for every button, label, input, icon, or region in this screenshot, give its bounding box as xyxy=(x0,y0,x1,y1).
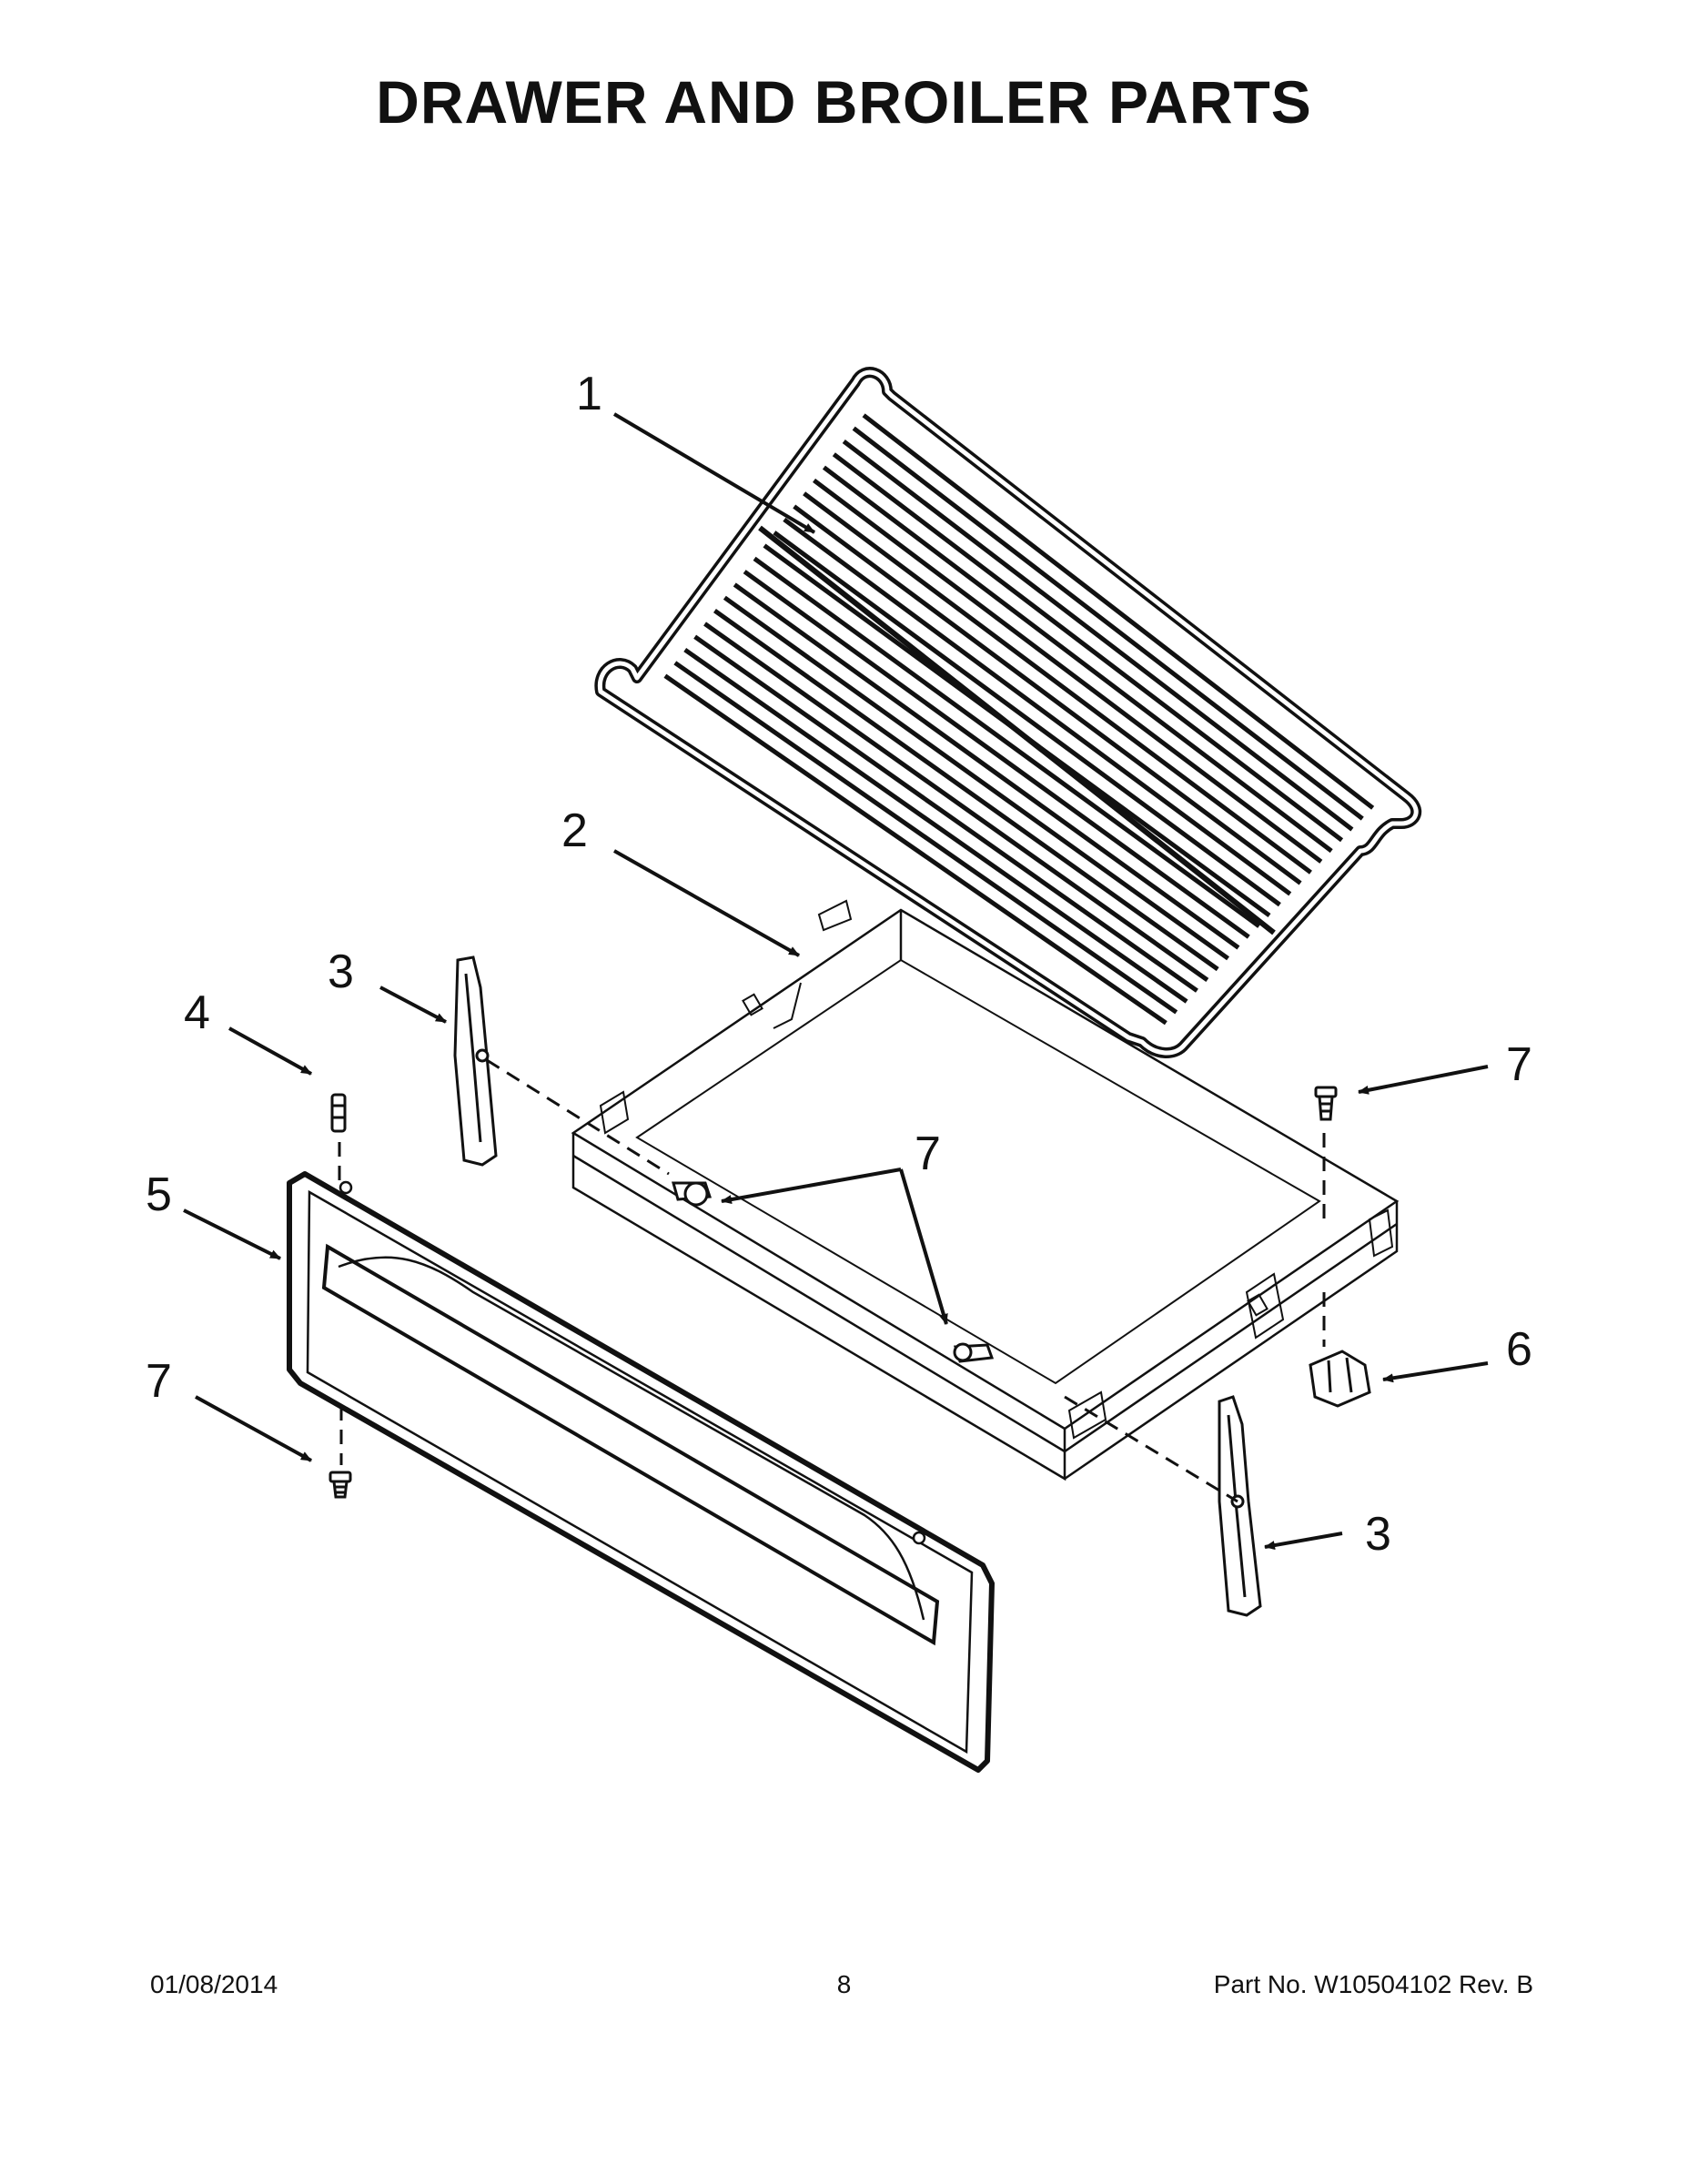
callout-6: 6 xyxy=(1506,1323,1532,1376)
drawer-front-panel xyxy=(287,1171,995,1773)
slide-rail-right xyxy=(1218,1395,1262,1617)
rack-bar xyxy=(673,661,1178,1015)
screw-center-upper xyxy=(672,1181,713,1207)
rack-bar xyxy=(783,517,1292,896)
rack-bar xyxy=(713,609,1219,972)
alignment-guides xyxy=(338,1058,1326,1503)
callout-1: 1 xyxy=(576,368,602,420)
callout-5: 5 xyxy=(146,1168,172,1221)
callout-3-right: 3 xyxy=(1365,1508,1391,1561)
rack-bar xyxy=(703,622,1209,982)
screw-left xyxy=(329,1471,352,1499)
callout-7-left: 7 xyxy=(146,1355,172,1408)
rack-bar xyxy=(663,673,1167,1026)
rack-bar xyxy=(813,478,1323,864)
footer-page-number: 8 xyxy=(836,1970,852,1998)
rack-bar xyxy=(793,504,1302,885)
callout-7-center: 7 xyxy=(915,1127,941,1180)
screw-center-lower xyxy=(953,1342,995,1363)
callout-7-right: 7 xyxy=(1506,1038,1532,1091)
callout-2: 2 xyxy=(561,804,588,857)
rack-bar xyxy=(822,465,1333,854)
rack-bar xyxy=(723,595,1230,961)
rack-bar xyxy=(832,452,1344,843)
callout-3-left: 3 xyxy=(328,945,354,998)
rack-bar xyxy=(683,647,1188,1004)
rack-bar xyxy=(773,531,1281,907)
rack-bar xyxy=(862,413,1375,810)
rack-bar xyxy=(803,491,1312,875)
broiler-rack xyxy=(594,367,1422,1058)
slide-rail-left xyxy=(453,956,498,1167)
rack-bar xyxy=(842,439,1354,832)
callout-4: 4 xyxy=(184,986,210,1039)
rack-bar xyxy=(733,582,1240,950)
screw-right xyxy=(1314,1086,1338,1121)
footer-part-number: Part No. W10504102 Rev. B xyxy=(1213,1970,1533,1998)
leader-arrows xyxy=(183,412,1489,1551)
footer-date: 01/08/2014 xyxy=(150,1970,278,1998)
drawer-stud xyxy=(330,1093,347,1133)
page-title: DRAWER AND BROILER PARTS xyxy=(376,68,1312,136)
rack-bar xyxy=(852,426,1364,821)
rack-bar xyxy=(693,634,1198,993)
rack-bar xyxy=(743,570,1250,939)
bracket-clip xyxy=(1309,1350,1371,1408)
storage-drawer xyxy=(571,899,1400,1481)
rack-bar xyxy=(753,556,1261,928)
